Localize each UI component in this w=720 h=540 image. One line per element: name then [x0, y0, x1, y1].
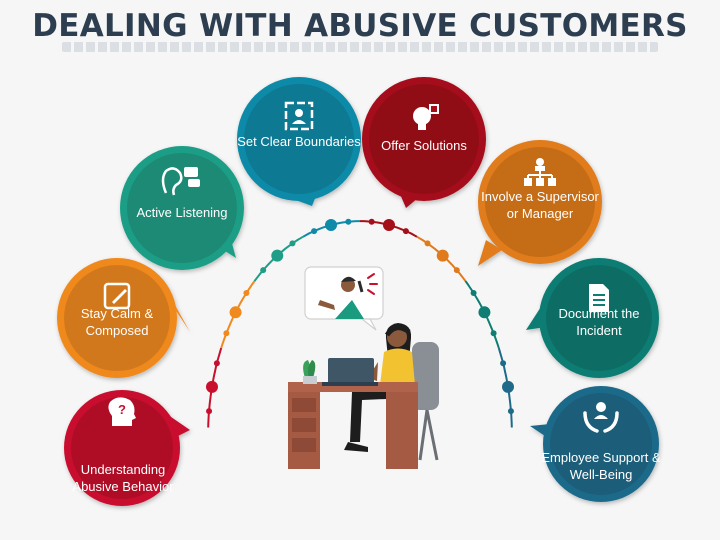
step-bubble-solutions	[362, 77, 486, 208]
arc-dot	[470, 289, 477, 296]
step-bubble-stay-calm	[57, 258, 190, 378]
step-bubble-supervisor	[478, 140, 602, 266]
document-icon	[589, 284, 609, 312]
bubble-inner-ring	[127, 153, 237, 263]
step-bubble-understanding	[64, 390, 190, 506]
agent-illustration	[288, 266, 439, 469]
step-label-understanding: Understanding Abusive Behavior	[72, 462, 174, 494]
arc-dot	[507, 408, 514, 415]
step-bubbles: ?	[57, 77, 659, 506]
arc-dot	[500, 360, 507, 367]
arc-node-stay-calm	[229, 306, 242, 319]
question-head-icon: ?	[108, 397, 136, 426]
caller-speech-bubble	[304, 266, 384, 331]
arc-dot	[402, 228, 409, 235]
ear-chat-icon	[161, 167, 200, 196]
arc-node-solutions	[382, 219, 395, 232]
bubble-inner-ring	[64, 265, 170, 371]
step-bubble-document	[526, 258, 659, 378]
step-label-support: Employee Support & Well-Being	[541, 450, 661, 482]
page-title: DEALING WITH ABUSIVE CUSTOMERS	[32, 8, 688, 44]
bubble-inner-ring	[71, 397, 173, 499]
bubble-inner-ring	[546, 265, 652, 371]
arc-node-boundaries	[325, 219, 338, 232]
arc-dot	[311, 228, 318, 235]
arc-dot	[223, 330, 230, 337]
step-label-solutions: Offer Solutions	[381, 137, 467, 153]
arc-dot	[424, 240, 431, 247]
step-label-boundaries: Set Clear Boundaries	[237, 133, 361, 149]
step-label-active-listening: Active Listening	[136, 204, 228, 220]
arc-node-document	[478, 306, 491, 319]
arc-dot	[213, 360, 220, 367]
arc-dot	[243, 289, 250, 296]
arc-node-active-listening	[271, 249, 284, 262]
step-label-document: Document the Incident	[558, 306, 640, 338]
arc-dot	[490, 330, 497, 337]
title-reflection	[62, 42, 658, 52]
arc-node-understanding	[205, 380, 218, 393]
step-bubble-support	[530, 386, 659, 502]
bubble-inner-ring	[369, 84, 479, 194]
svg-text:?: ?	[118, 402, 126, 417]
arc-node-supervisor	[436, 249, 449, 262]
step-bubble-active-listening	[120, 146, 244, 270]
bubble-inner-ring	[485, 147, 595, 257]
bubble-inner-ring	[244, 84, 354, 194]
bubble-inner-ring	[550, 393, 652, 495]
arc-dot	[368, 218, 375, 225]
connector-arc	[205, 218, 515, 428]
arc-node-support	[502, 380, 515, 393]
hierarchy-icon	[524, 158, 556, 186]
bubble-tail	[478, 240, 502, 266]
step-bubble-boundaries	[237, 77, 361, 206]
arc-dot	[345, 218, 352, 225]
arc-dot	[453, 267, 460, 274]
arc-dot	[260, 267, 267, 274]
arc-dot	[289, 240, 296, 247]
hands-person-icon	[583, 402, 619, 433]
bulb-puzzle-icon	[413, 104, 439, 130]
arc-dot	[206, 408, 213, 415]
step-label-supervisor: Involve a Supervisor or Manager	[481, 189, 599, 221]
step-label-stay-calm: Stay Calm & Composed	[80, 306, 154, 338]
note-pen-icon	[103, 282, 131, 310]
frame-person-icon	[284, 101, 314, 131]
